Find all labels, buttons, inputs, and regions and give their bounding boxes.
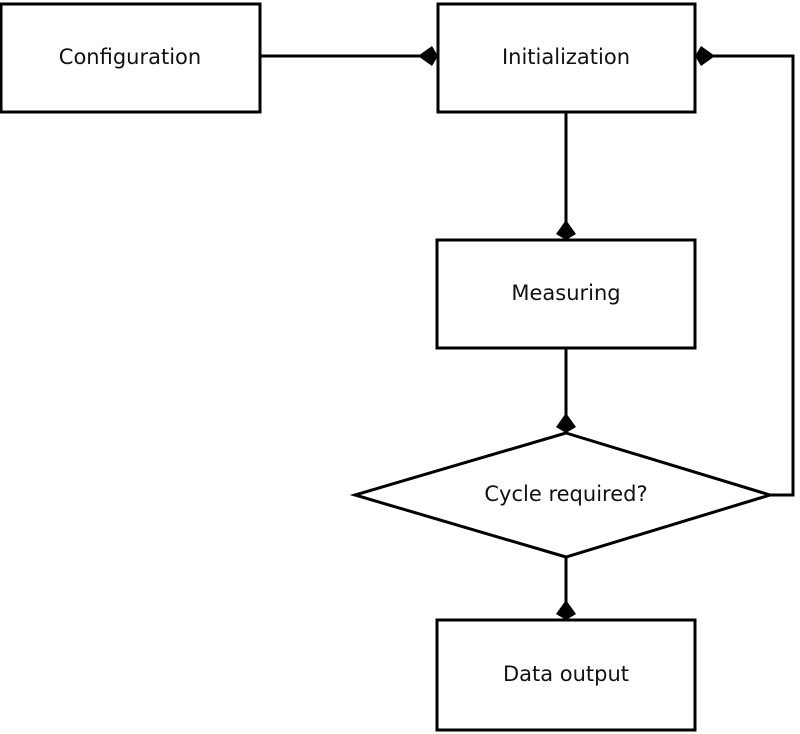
node-label: Initialization [502,45,630,69]
node-label: Measuring [511,281,620,305]
edge-measuring-to-cycle-required [556,348,576,433]
edge-initialization-to-measuring [556,112,576,240]
edge-line-feedback-loop [701,54,795,497]
node-rect[interactable] [436,2,697,114]
node-label: Data output [503,662,629,686]
node-label: Configuration [59,45,201,69]
arrow-head-icon [695,46,715,66]
node-rect[interactable] [435,238,697,350]
node-configuration[interactable]: Configuration [0,2,262,114]
node-measuring[interactable]: Measuring [435,238,697,350]
node-initialization[interactable]: Initialization [436,2,697,114]
node-diamond[interactable] [349,431,776,559]
edge-configuration-to-initialization [260,46,438,66]
node-data-output[interactable]: Data output [435,618,697,732]
arrow-head-icon [556,220,576,240]
arrow-head-icon [418,46,438,66]
node-rect[interactable] [435,618,697,732]
edge-cycle-required-to-initialization [695,46,795,497]
node-cycle-required[interactable]: Cycle required? [349,431,776,559]
node-label: Cycle required? [484,482,647,506]
arrow-head-icon [556,413,576,433]
node-rect[interactable] [0,2,262,114]
arrow-head-icon [556,600,576,620]
edge-cycle-required-to-data-output [556,557,576,620]
